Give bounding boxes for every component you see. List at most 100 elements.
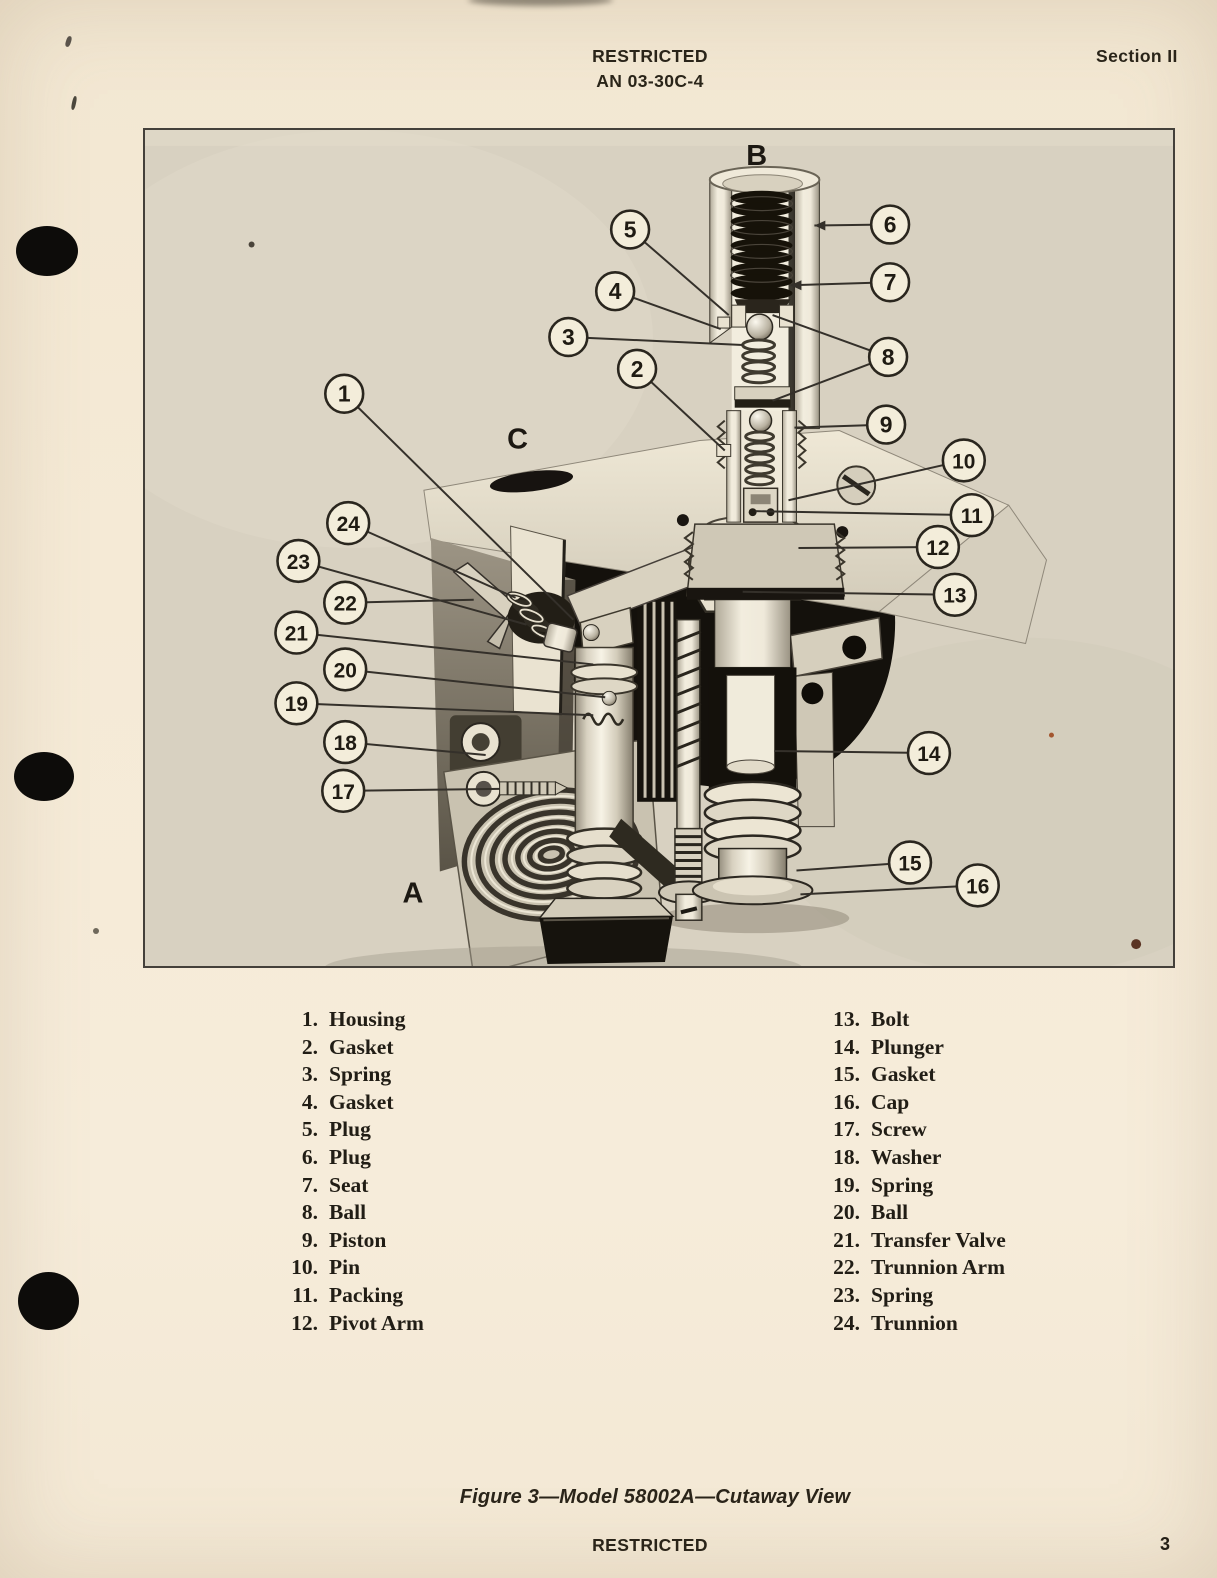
hole-punch-mark bbox=[18, 1272, 79, 1330]
svg-text:14: 14 bbox=[917, 743, 941, 766]
hole-punch-mark bbox=[14, 752, 74, 801]
callout-5: 5 bbox=[609, 209, 730, 316]
parts-list-item: 14.Plunger bbox=[818, 1035, 1006, 1063]
part-number: 15. bbox=[833, 1062, 860, 1087]
svg-text:13: 13 bbox=[943, 585, 966, 608]
parts-list-item: 10. Pin bbox=[276, 1255, 424, 1283]
bracket-arms bbox=[789, 616, 883, 828]
header-section-label: Section II bbox=[1096, 46, 1178, 66]
svg-text:10: 10 bbox=[952, 450, 975, 473]
part-number: 4. bbox=[301, 1089, 318, 1114]
svg-text:16: 16 bbox=[966, 875, 989, 898]
figure-caption: Figure 3—Model 58002A—Cutaway View bbox=[459, 1486, 851, 1508]
trunnion-assembly bbox=[452, 561, 578, 653]
svg-text:21: 21 bbox=[285, 623, 309, 646]
part-name: Plunger bbox=[871, 1034, 944, 1059]
hole-punch-mark bbox=[16, 226, 78, 276]
callout-8: 8 bbox=[772, 314, 909, 402]
part-number: 11. bbox=[292, 1282, 318, 1307]
parts-list-item: 4.Gasket bbox=[276, 1090, 424, 1118]
parts-list-item: 12. Pivot Arm bbox=[276, 1311, 424, 1339]
parts-list-item: 7.Seat bbox=[276, 1173, 424, 1201]
callout-19: 19 bbox=[274, 681, 594, 726]
part-name: Packing bbox=[329, 1282, 404, 1307]
part-name: Housing bbox=[329, 1007, 406, 1031]
parts-list-item: 21. Transfer Valve bbox=[818, 1228, 1006, 1256]
top-plug-assembly bbox=[683, 165, 846, 600]
svg-text:15: 15 bbox=[898, 852, 922, 875]
cutaway-photo: 123456789101112131415161718192021222324A… bbox=[145, 130, 1173, 966]
part-number: 22. bbox=[833, 1255, 860, 1280]
svg-text:18: 18 bbox=[334, 732, 357, 755]
parts-list-item: 11. Packing bbox=[276, 1283, 424, 1311]
part-name: Screw bbox=[871, 1117, 927, 1142]
photo-speck bbox=[248, 241, 255, 248]
part-number: 12. bbox=[291, 1310, 318, 1335]
part-name: Spring bbox=[329, 1062, 392, 1087]
callout-15: 15 bbox=[796, 840, 933, 885]
part-number: 1. bbox=[301, 1007, 318, 1031]
parts-list-item: 15. Gasket bbox=[818, 1062, 1006, 1090]
callout-13: 13 bbox=[742, 572, 978, 617]
callout-2: 2 bbox=[616, 348, 726, 452]
svg-text:12: 12 bbox=[926, 537, 949, 560]
view-label-A: A bbox=[403, 877, 424, 909]
part-name: Transfer Valve bbox=[871, 1227, 1006, 1252]
parts-list-item: 6.Plug bbox=[276, 1145, 424, 1173]
callout-12: 12 bbox=[798, 524, 961, 570]
callout-1: 1 bbox=[324, 373, 575, 621]
part-name: Bolt bbox=[871, 1007, 910, 1031]
parts-list-item: 8.Ball bbox=[276, 1200, 424, 1228]
parts-list-item: 23.Spring bbox=[818, 1283, 1006, 1311]
callout-4: 4 bbox=[594, 271, 722, 330]
part-number: 10. bbox=[291, 1255, 318, 1280]
parts-list-item: 22.Trunnion Arm bbox=[818, 1255, 1006, 1283]
header-restricted-label: RESTRICTED bbox=[592, 46, 708, 66]
screw-and-washer bbox=[460, 722, 569, 807]
part-name: Gasket bbox=[329, 1034, 394, 1059]
scan-speck bbox=[70, 95, 78, 111]
part-number: 13. bbox=[833, 1007, 860, 1031]
parts-list-item: 16.Cap bbox=[818, 1090, 1006, 1118]
part-name: Seat bbox=[329, 1172, 369, 1197]
callout-17: 17 bbox=[321, 768, 500, 814]
part-number: 21. bbox=[833, 1227, 860, 1252]
callout-20: 20 bbox=[323, 647, 606, 699]
part-name: Pin bbox=[329, 1255, 361, 1280]
svg-text:6: 6 bbox=[884, 212, 897, 238]
part-name: Pivot Arm bbox=[329, 1310, 424, 1335]
thread-coil bbox=[730, 190, 794, 301]
svg-text:4: 4 bbox=[609, 278, 622, 304]
scan-speck bbox=[64, 35, 73, 48]
part-name: Ball bbox=[329, 1200, 367, 1225]
footer-restricted-label: RESTRICTED bbox=[592, 1535, 708, 1555]
scan-smudge bbox=[468, 0, 613, 6]
header-doc-number: AN 03-30C-4 bbox=[596, 71, 704, 91]
parts-list-item: 9.Piston bbox=[276, 1228, 424, 1256]
part-name: Gasket bbox=[871, 1062, 936, 1087]
parts-list-item: 2.Gasket bbox=[276, 1035, 424, 1063]
parts-list-item: 17.Screw bbox=[818, 1117, 1006, 1145]
callout-7: 7 bbox=[790, 262, 911, 303]
parts-list-item: 24. Trunnion bbox=[818, 1311, 1006, 1339]
svg-text:22: 22 bbox=[334, 593, 357, 616]
part-name: Plug bbox=[329, 1144, 371, 1169]
part-number: 24. bbox=[833, 1310, 860, 1335]
part-number: 20. bbox=[833, 1200, 860, 1225]
svg-text:24: 24 bbox=[337, 513, 361, 536]
svg-text:3: 3 bbox=[562, 324, 575, 350]
part-name: Cap bbox=[871, 1089, 910, 1114]
parts-list-item: 13. Bolt bbox=[818, 1007, 1006, 1035]
part-name: Trunnion bbox=[871, 1310, 958, 1335]
svg-text:20: 20 bbox=[334, 659, 357, 682]
parts-list-item: 19.Spring bbox=[818, 1173, 1006, 1201]
callout-10: 10 bbox=[788, 438, 987, 502]
part-name: Ball bbox=[871, 1200, 909, 1225]
part-number: 19. bbox=[833, 1172, 860, 1197]
svg-text:2: 2 bbox=[631, 356, 644, 382]
svg-text:1: 1 bbox=[338, 381, 351, 407]
part-name: Piston bbox=[329, 1227, 387, 1252]
